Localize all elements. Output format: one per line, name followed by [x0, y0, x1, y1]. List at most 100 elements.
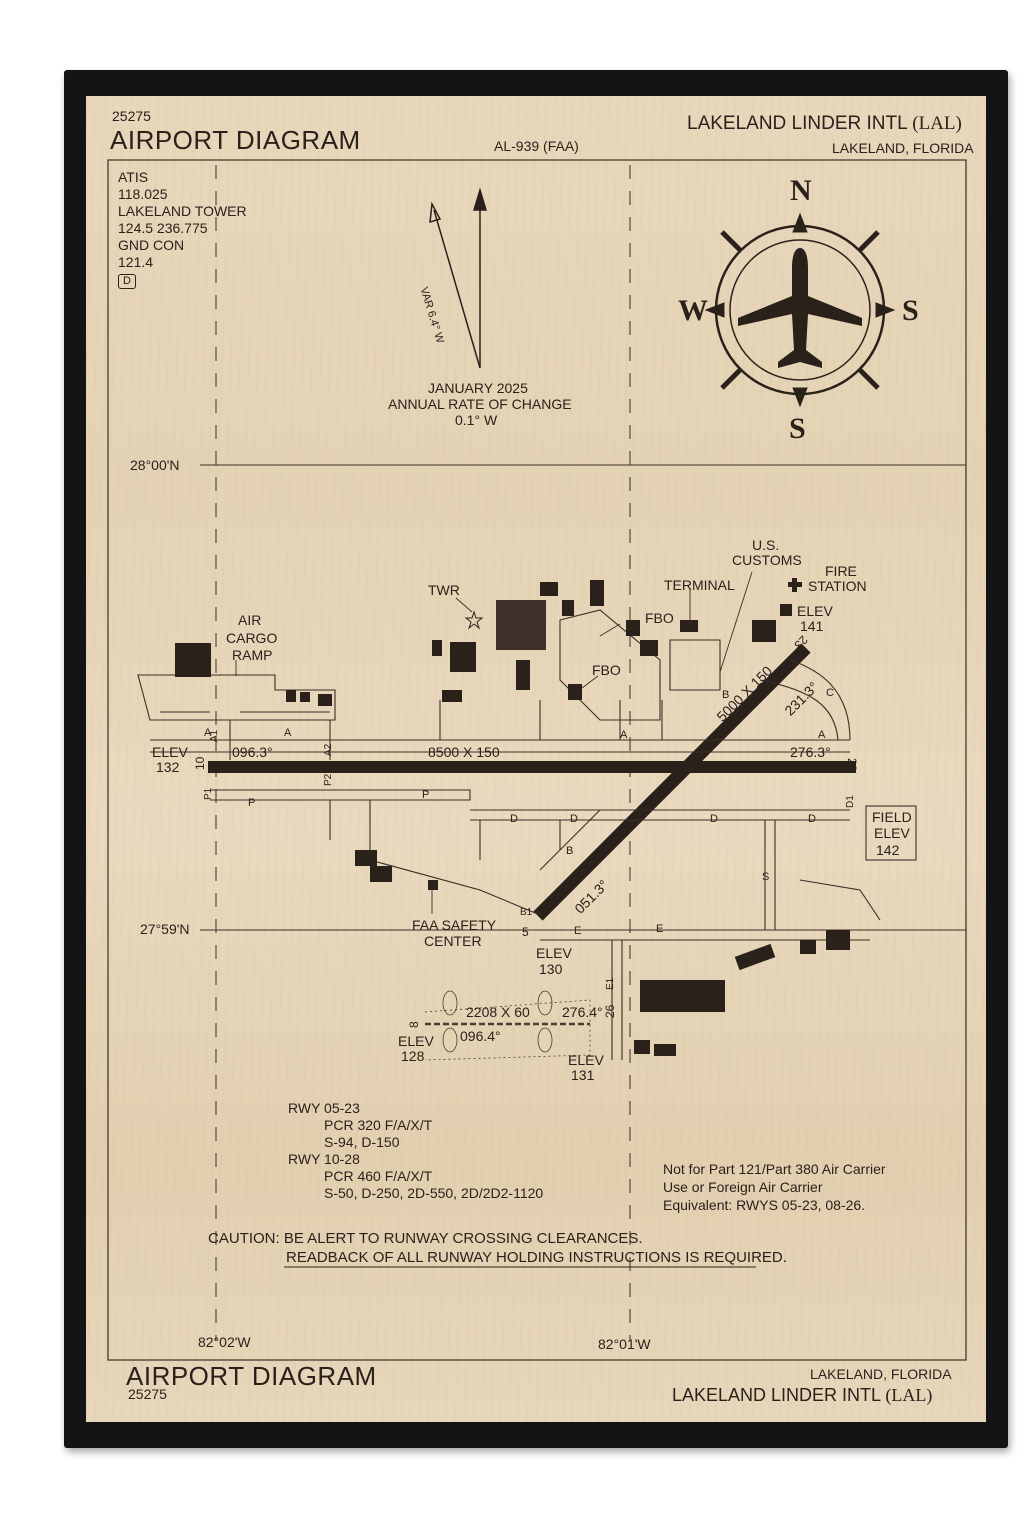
taxiways	[137, 609, 881, 1060]
compass-w-letter: W	[678, 294, 708, 327]
taxiway-d-label-4: D	[808, 813, 816, 825]
taxiway-e-label-2: E	[656, 923, 664, 935]
airport-name: LAKELAND LINDER INTL (LAL)	[687, 113, 962, 134]
faa-safety-label-1: FAA SAFETY	[412, 917, 497, 933]
longitude-east-label: 82°01'W	[598, 1336, 651, 1352]
air-cargo-label-1: AIR	[238, 612, 262, 628]
rwy-10-28-dimensions: 8500 X 150	[428, 744, 500, 760]
carrier-note-3: Equivalent: RWYS 05-23, 08-26.	[663, 1197, 866, 1213]
rwy-26-number: 26	[603, 1004, 617, 1018]
carrier-note-2: Use or Foreign Air Carrier	[663, 1179, 823, 1195]
compass-rose	[704, 212, 896, 408]
taxiway-d-label-1: D	[510, 813, 518, 825]
cargo-building	[175, 643, 211, 677]
taxiway-a-label-4: A	[818, 729, 826, 741]
taxiway-b-label-north: B	[722, 689, 730, 701]
taxiway-a-label-3: A	[620, 729, 628, 741]
taxiway-e1-label: E1	[605, 977, 616, 990]
diagram-border	[107, 159, 967, 1361]
caution-note-2: READBACK OF ALL RUNWAY HOLDING INSTRUCTI…	[286, 1249, 787, 1266]
footer-title: AIRPORT DIAGRAM	[126, 1361, 377, 1391]
rwy-5-number: 5	[522, 925, 529, 939]
taxiway-b1-label: B1	[520, 907, 533, 918]
footer-airport-name: LAKELAND LINDER INTL (LAL)	[672, 1385, 933, 1405]
rwy-05-23-pcr: PCR 320 F/A/X/T	[324, 1117, 433, 1133]
taxiway-a1-label: A1	[209, 729, 220, 742]
taxiway-a-label-2: A	[284, 727, 292, 739]
ground-frequency: 121.4	[118, 254, 154, 270]
airport-location: LAKELAND, FLORIDA	[832, 140, 974, 156]
field-elev-box	[865, 805, 917, 861]
footer-location: LAKELAND, FLORIDA	[810, 1366, 952, 1382]
taxiway-s-label: S	[762, 871, 770, 883]
faa-safety-label-2: CENTER	[424, 933, 482, 949]
rwy-05-23-pavement-title: RWY 05-23	[288, 1100, 360, 1116]
variation-rate-value: 0.1° W	[455, 412, 498, 428]
elev-131-label: ELEV	[568, 1052, 604, 1068]
carrier-note-1: Not for Part 121/Part 380 Air Carrier	[663, 1161, 886, 1177]
elev-131-value: 131	[571, 1067, 595, 1083]
taxiway-p-label-1: P	[248, 797, 256, 809]
south-hangar	[640, 980, 725, 1012]
terminal-label: TERMINAL	[664, 577, 735, 593]
elev-128-label: ELEV	[398, 1033, 434, 1049]
field-elev-label-1: FIELD	[872, 809, 912, 825]
compass-n-letter: N	[790, 174, 812, 207]
taxiway-d1-label: D1	[845, 795, 856, 808]
caution-note-1: CAUTION: BE ALERT TO RUNWAY CROSSING CLE…	[208, 1230, 643, 1247]
elev-132-value: 132	[156, 759, 180, 775]
rwy-8-number: 8	[407, 1021, 421, 1028]
rwy-28-heading: 276.3°	[790, 744, 831, 760]
rwy-08-26-dimensions: 2208 X 60	[466, 1004, 530, 1020]
doc-code: AL-939 (FAA)	[494, 138, 579, 154]
chart-number: 25275	[112, 108, 151, 124]
tower-frequency: 124.5 236.775	[118, 220, 208, 236]
compass-s-letter: S	[789, 412, 806, 445]
fire-station-label-2: STATION	[808, 578, 867, 594]
buildings	[175, 580, 850, 1056]
latitude-north-label: 28°00'N	[130, 457, 180, 473]
taxiway-p2-label: P2	[323, 773, 334, 786]
rwy-08-heading: 096.4°	[460, 1028, 501, 1044]
taxiway-c-label: C	[826, 687, 834, 699]
atis-label: ATIS	[118, 169, 149, 185]
taxiway-d-label-2: D	[570, 813, 578, 825]
taxiway-p1-label: P1	[203, 787, 214, 800]
taxiway-b-label: B	[566, 845, 574, 857]
rwy-10-number: 10	[193, 756, 207, 770]
rwy-10-heading: 096.3°	[232, 744, 273, 760]
footer-chart-number: 25275	[128, 1386, 167, 1402]
field-elev-value: 142	[876, 842, 900, 858]
field-elev-label-2: ELEV	[874, 825, 910, 841]
taxiway-d-label-3: D	[710, 813, 718, 825]
customs-label-1: U.S.	[752, 537, 780, 553]
elev-128-value: 128	[401, 1048, 425, 1064]
compass-e-letter: S	[902, 294, 919, 327]
twr-label: TWR	[428, 582, 460, 598]
fbo-label-north: FBO	[645, 610, 674, 626]
elev-141-label: ELEV	[797, 603, 833, 619]
airspace-class-badge: D	[118, 274, 136, 289]
page-title: AIRPORT DIAGRAM	[110, 125, 361, 155]
rwy-28-number: 28	[845, 758, 859, 772]
variation-epoch: JANUARY 2025	[428, 380, 528, 396]
elev-141-value: 141	[800, 618, 824, 634]
variation-rate-label: ANNUAL RATE OF CHANGE	[388, 396, 572, 412]
leader-lines	[176, 571, 826, 914]
runways	[208, 643, 856, 1061]
elev-130-value: 130	[539, 961, 563, 977]
ground-label: GND CON	[118, 237, 185, 253]
rwy-10-28-pavement-title: RWY 10-28	[288, 1151, 360, 1167]
atis-frequency: 118.025	[118, 186, 168, 202]
air-cargo-label-2: CARGO	[226, 630, 278, 646]
symbols	[464, 578, 802, 630]
tower-label: LAKELAND TOWER	[118, 203, 247, 219]
variation-arrows	[429, 187, 488, 369]
rwy-10-28-pcr: PCR 460 F/A/X/T	[324, 1168, 433, 1184]
taxiway-p-label-2: P	[422, 789, 430, 801]
fire-station-label-1: FIRE	[825, 563, 857, 579]
runway-05-23	[533, 643, 811, 921]
rwy-10-28-weights: S-50, D-250, 2D-550, 2D/2D2-1120	[324, 1185, 544, 1201]
taxiway-a2-label: A2	[323, 743, 334, 756]
